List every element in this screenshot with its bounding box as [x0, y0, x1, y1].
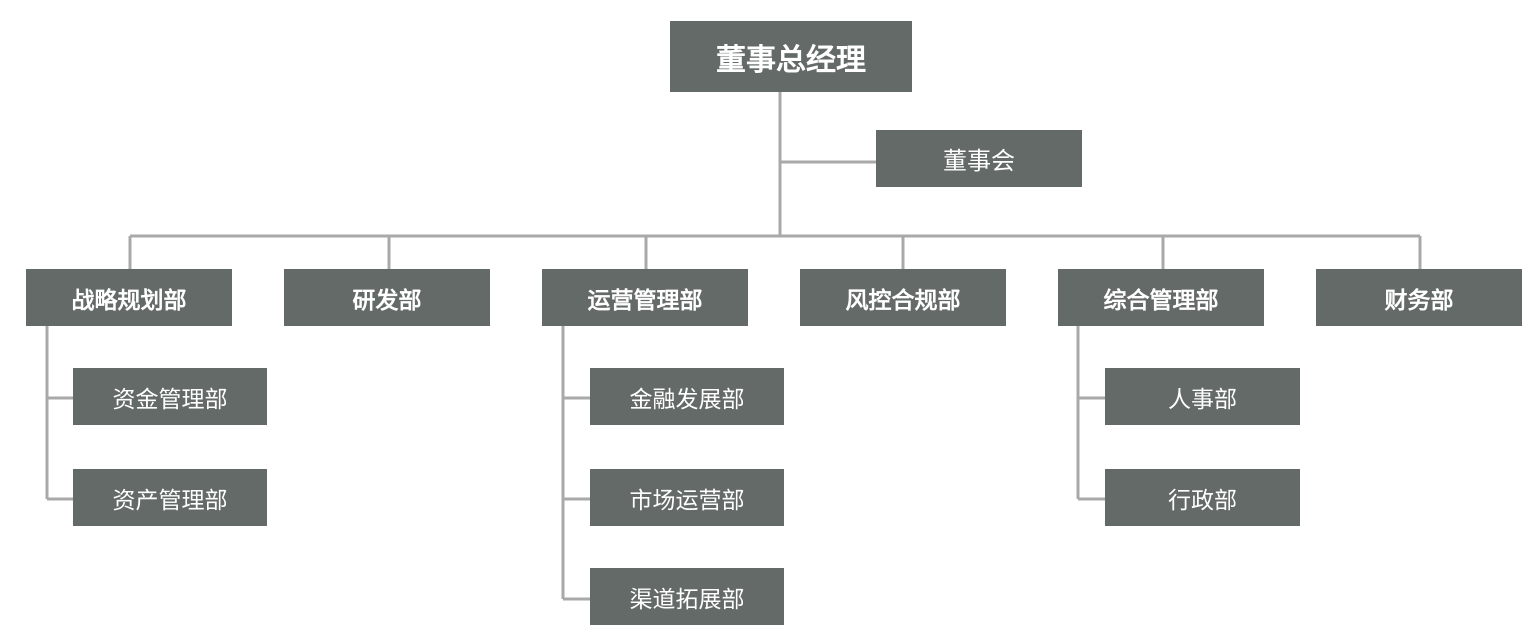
node-sub-market-operations: 市场运营部	[590, 469, 784, 526]
node-dept-risk: 风控合规部	[800, 269, 1006, 326]
node-sub-fund-management: 资金管理部	[73, 368, 267, 425]
node-sub-channel-expansion: 渠道拓展部	[590, 568, 784, 625]
node-dept-finance: 财务部	[1316, 269, 1522, 326]
node-board: 董事会	[876, 130, 1082, 187]
node-dept-strategy: 战略规划部	[26, 269, 232, 326]
node-sub-asset-management: 资产管理部	[73, 469, 267, 526]
node-sub-finance-development: 金融发展部	[590, 368, 784, 425]
node-sub-administration: 行政部	[1105, 469, 1300, 526]
node-dept-general-admin: 综合管理部	[1058, 269, 1264, 326]
node-sub-hr: 人事部	[1105, 368, 1300, 425]
node-dept-operations: 运营管理部	[542, 269, 748, 326]
node-dept-rnd: 研发部	[284, 269, 490, 326]
node-general-manager: 董事总经理	[670, 21, 912, 92]
